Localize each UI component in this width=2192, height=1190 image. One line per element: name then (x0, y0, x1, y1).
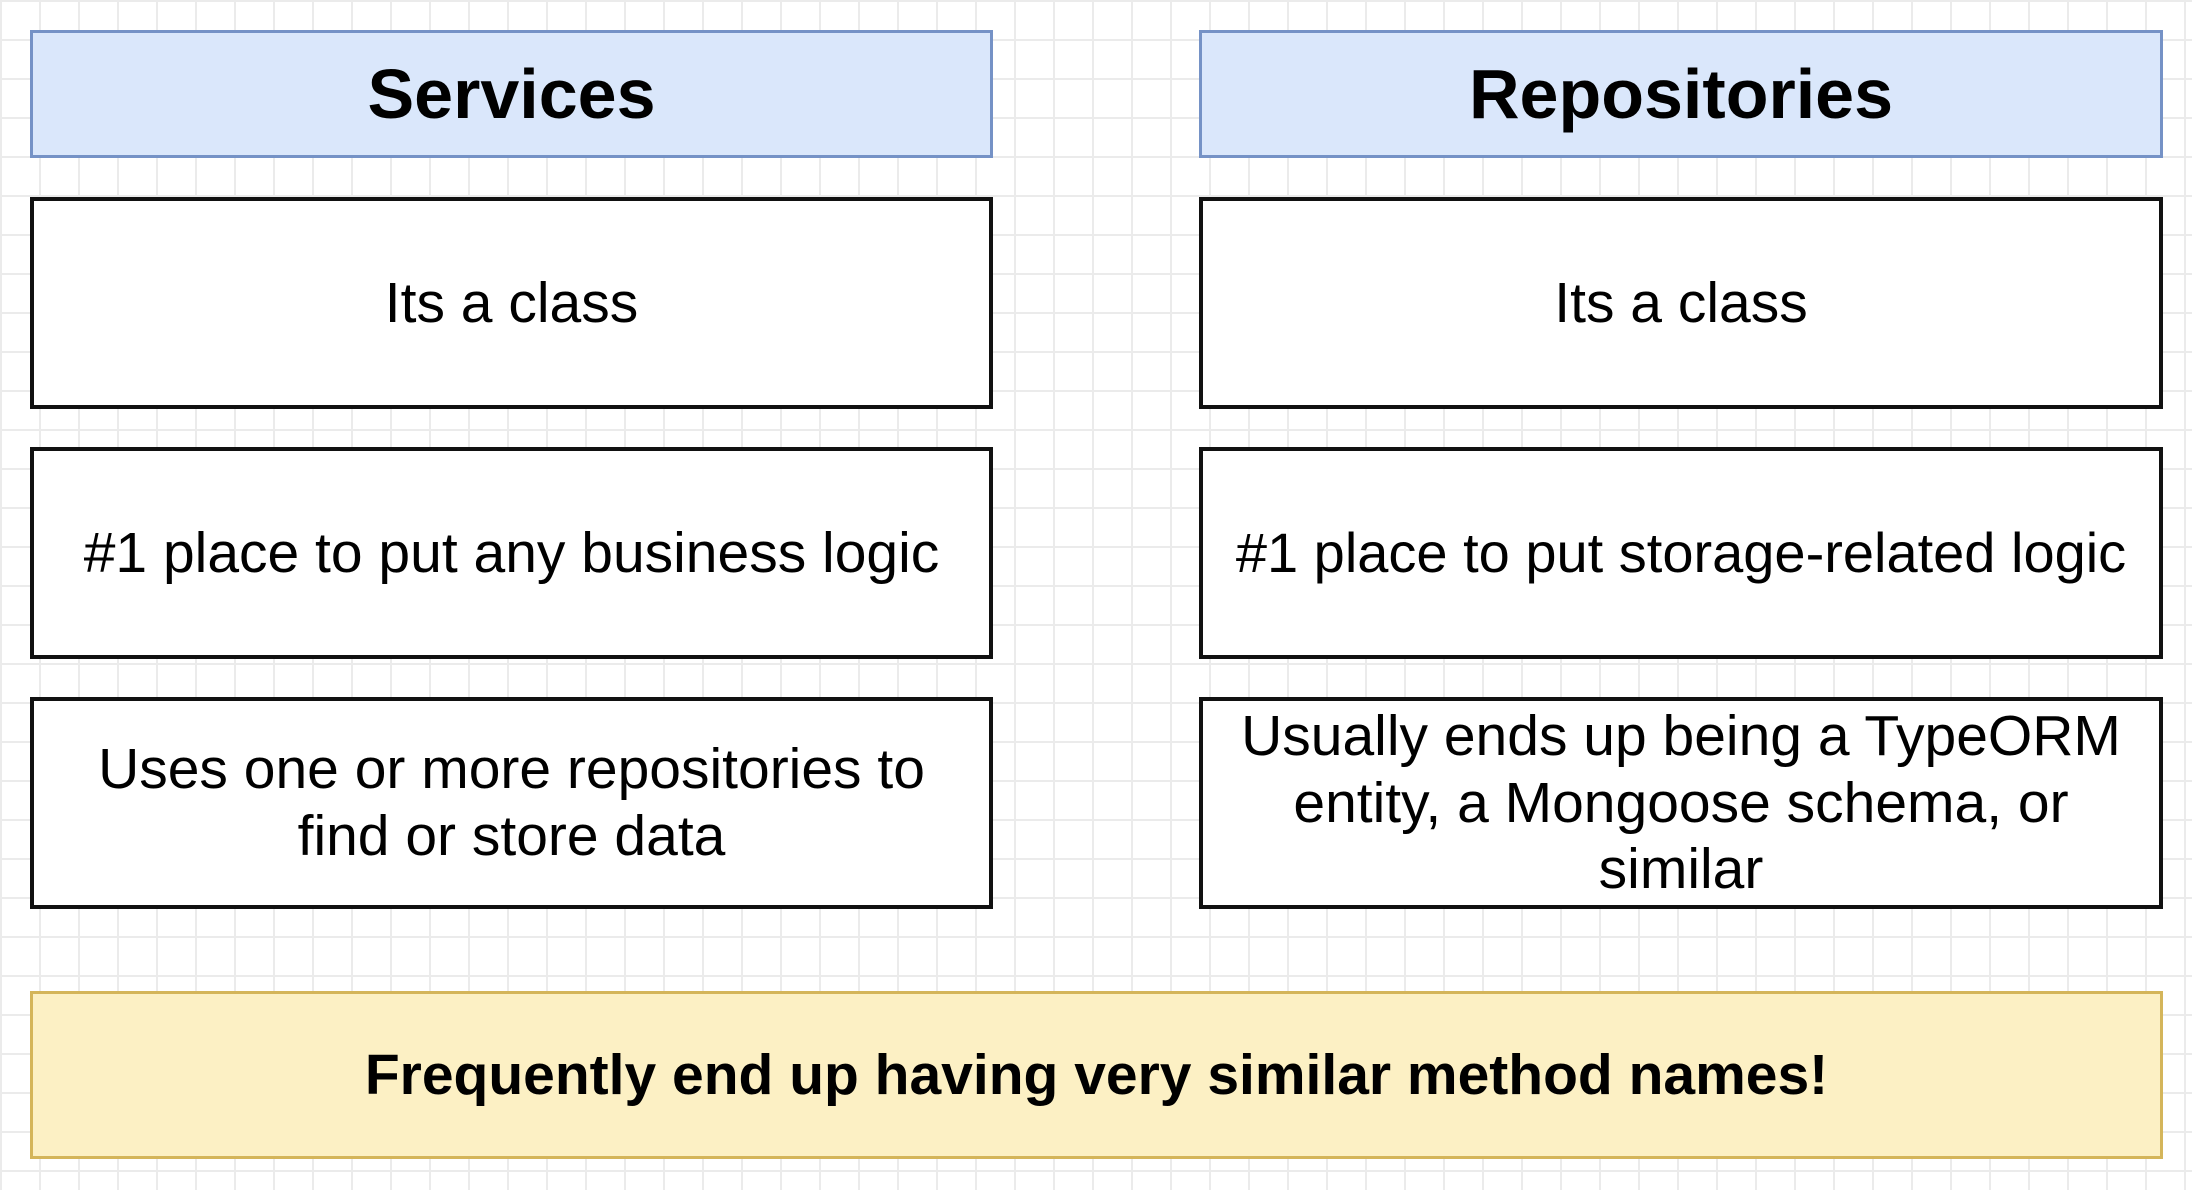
services-header: Services (30, 30, 993, 158)
services-item-uses-repositories: Uses one or more repositories to find or… (30, 697, 993, 909)
repositories-item-storage-logic: #1 place to put storage-related logic (1199, 447, 2163, 659)
services-item-class: Its a class (30, 197, 993, 409)
repositories-item-typeorm-entity: Usually ends up being a TypeORM entity, … (1199, 697, 2163, 909)
repositories-header: Repositories (1199, 30, 2163, 158)
similar-method-names-banner: Frequently end up having very similar me… (30, 991, 2163, 1159)
services-item-business-logic: #1 place to put any business logic (30, 447, 993, 659)
repositories-item-class: Its a class (1199, 197, 2163, 409)
